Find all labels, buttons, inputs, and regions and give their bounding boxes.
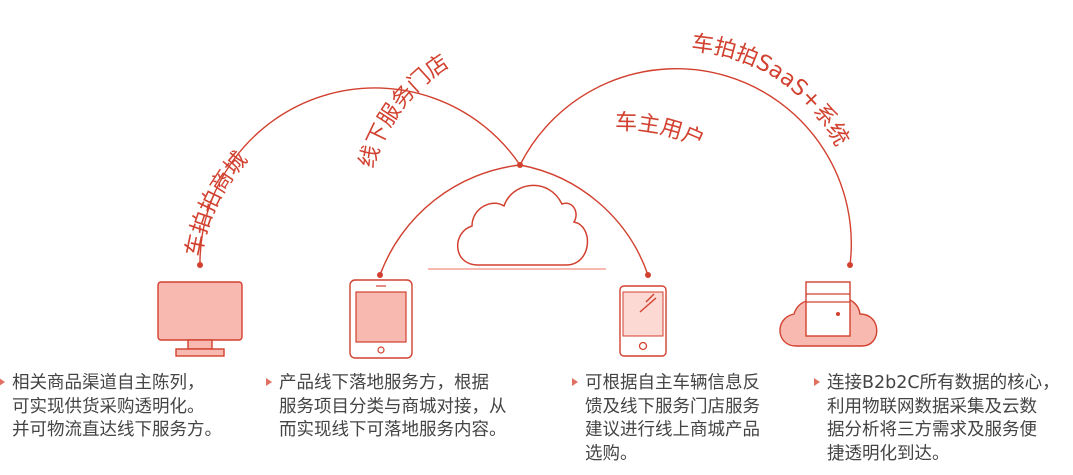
- description-saas: 连接B2b2C所有数据的核心， 利用物联网数据采集及云数 据分析将三方需求及服务…: [814, 372, 1060, 466]
- description-store: 产品线下落地服务方，根据 服务项目分类与商城对接，从 而实现线下可落地服务内容。: [266, 372, 507, 443]
- bullet-marker: [572, 378, 578, 386]
- description-line: 可实现供货采购透明化。: [12, 396, 205, 417]
- description-line: 产品线下落地服务方，根据: [279, 373, 489, 393]
- arc-label-mall: 车拍拍商城: [182, 147, 253, 258]
- description-line: 捷透明化到达。: [827, 443, 950, 464]
- description-owner: 可根据自主车辆信息反 馈及线下服务门店服务 建议进行线上商城产品 选购。: [572, 372, 760, 466]
- cloud-server-icon: [779, 281, 878, 347]
- description-line: 连接B2b2C所有数据的核心，: [827, 373, 1060, 393]
- description-line: 并可物流直达线下服务方。: [12, 420, 222, 440]
- description-line: 馈及线下服务门店服务: [585, 396, 760, 417]
- description-line: 可根据自主车辆信息反: [585, 373, 760, 393]
- description-line: 而实现线下可落地服务内容。: [279, 420, 507, 440]
- arc-offline-store: [377, 164, 521, 278]
- arc-label-saas: 车拍拍SaaS+系统: [690, 31, 853, 150]
- description-line: 服务项目分类与商城对接，从: [279, 396, 507, 417]
- bullet-marker: [266, 378, 272, 386]
- description-line: 据分析将三方需求及服务便: [827, 420, 1037, 440]
- bullet-marker: [814, 378, 820, 386]
- tablet-icon: [349, 279, 413, 359]
- phone-icon: [619, 285, 667, 357]
- arc-label-store: 线下服务门店: [355, 50, 454, 171]
- cloud-icon: [428, 184, 606, 270]
- bullet-marker: [0, 378, 5, 386]
- monitor-icon: [157, 281, 243, 357]
- arc-car-owner: [519, 164, 651, 278]
- arc-saas-system: [519, 68, 853, 268]
- description-line: 建议进行线上商城产品: [585, 420, 760, 440]
- arc-shopping-mall: [197, 87, 521, 268]
- arc-label-owner: 车主用户: [615, 110, 708, 153]
- description-line: 利用物联网数据采集及云数: [827, 396, 1037, 417]
- description-mall: 相关商品渠道自主陈列， 可实现供货采购透明化。 并可物流直达线下服务方。: [0, 372, 222, 443]
- description-line: 相关商品渠道自主陈列，: [12, 373, 205, 393]
- description-line: 选购。: [585, 443, 638, 464]
- arc-junction-dot: [517, 162, 523, 168]
